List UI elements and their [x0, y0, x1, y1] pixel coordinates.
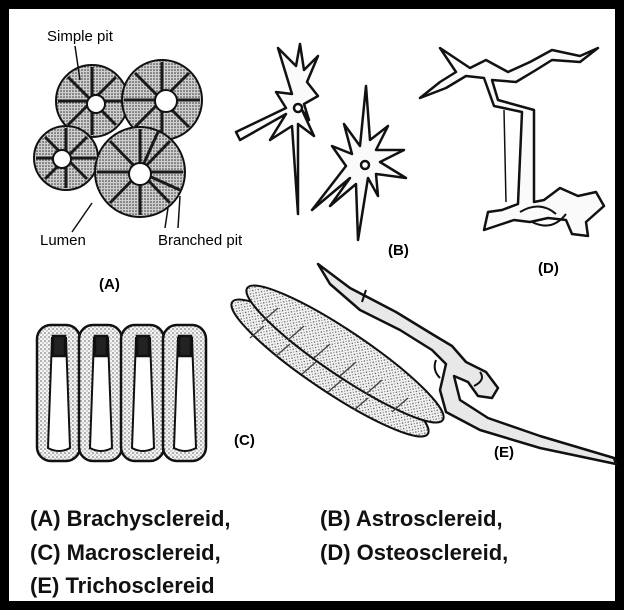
panel-tag-a: (A)	[99, 276, 120, 293]
elongated-sclereid-cells	[220, 270, 455, 452]
macrosclereid-column-1	[37, 325, 80, 461]
macrosclereid-column-3	[121, 325, 164, 461]
legend-trichosclereid: (E) Trichosclereid	[30, 573, 215, 599]
brachysclereid-cells	[34, 46, 202, 232]
lumen-label: Lumen	[40, 232, 86, 249]
legend-osteosclereid: (D) Osteosclereid,	[320, 540, 508, 566]
astrosclereid-small	[312, 86, 406, 240]
simple-pit-label: Simple pit	[47, 28, 113, 45]
legend-brachysclereid: (A) Brachysclereid,	[30, 506, 231, 532]
osteosclereid-cell	[420, 48, 604, 236]
stone-cell-bottom-center	[95, 127, 185, 217]
macrosclereid-column-2	[79, 325, 122, 461]
legend-astrosclereid: (B) Astrosclereid,	[320, 506, 503, 532]
legend-macrosclereid: (C) Macrosclereid,	[30, 540, 221, 566]
branched-pit-label: Branched pit	[158, 232, 242, 249]
astrosclereid-cells	[236, 44, 406, 240]
panel-tag-b: (B)	[388, 242, 409, 259]
stone-cell-bottom-left	[34, 126, 98, 190]
panel-tag-c: (C)	[234, 432, 255, 449]
panel-tag-e: (E)	[494, 444, 514, 461]
macrosclereid-column-4	[163, 325, 206, 461]
macrosclereid-cells	[37, 325, 206, 461]
astrosclereid-large	[236, 44, 318, 214]
panel-tag-d: (D)	[538, 260, 559, 277]
